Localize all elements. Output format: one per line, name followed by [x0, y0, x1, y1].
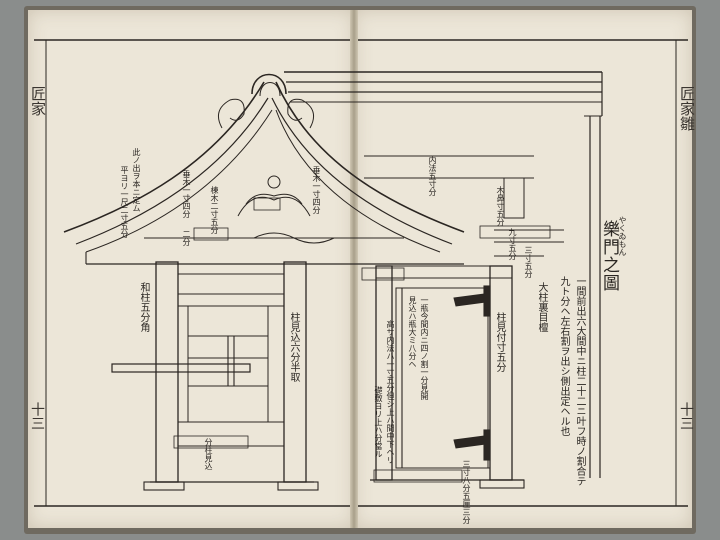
bottom-scale-note: 三寸八分五厘三分 [462, 460, 471, 524]
beam-small-note: 九寸五分 [508, 228, 517, 260]
side-pillar-note: 大柱裏目檀 [536, 282, 547, 332]
right-folio: 十三 [678, 402, 694, 430]
right-pillar-note: 柱見付寸五分 [494, 312, 505, 372]
roof-note: 垂木一寸四分 [182, 170, 191, 218]
book-spread: 匠家 十三 匠家雛 十三 樂門之圖 やくゐもん 此ノ出ヲ本ニ定ム 平ヨリ一尺二寸… [24, 6, 696, 534]
right-gate-structure [370, 265, 525, 489]
right-page [354, 10, 692, 528]
book-gutter [350, 10, 358, 528]
door-note: 一瓶今間内ニ四ノ割一分見開 [420, 296, 429, 400]
figure-title-ruby: やくゐもん [618, 216, 627, 256]
right-margin-title: 匠家雛 [678, 86, 696, 131]
small-pillar-note: 和柱五分角 [138, 282, 149, 332]
door-note-2: 見込ハ瓶大ミ八分ヘ [408, 296, 417, 368]
left-page-frame [34, 39, 350, 507]
roof-note-2: 垂木一寸四分 [312, 166, 321, 214]
bracket-note: 木鼻寸五分 [496, 186, 505, 226]
height-note: 高サ内法ハ一寸五分但シ上ハ間中下ヘリ [386, 320, 395, 464]
figure-title: 樂門之圖 [599, 220, 619, 292]
main-pillar-note: 柱見込六分半取 [288, 312, 299, 382]
label-boxes [173, 197, 551, 483]
upper-note: 三寸五分 [524, 246, 533, 278]
left-page [28, 10, 354, 528]
right-page-frame [358, 39, 688, 507]
left-folio: 十三 [29, 402, 45, 430]
bottom-pillar-note: 分柱見込 [204, 438, 213, 470]
gate-roof [63, 73, 465, 265]
top-beam-note: 内法五寸分 [428, 156, 437, 196]
measure-note: 二分 [182, 230, 191, 246]
eave-note-2: 平ヨリ一尺二寸五分 [120, 166, 129, 238]
base-note: 礎敷ヨリ上ハ分當ル [374, 386, 383, 458]
ridge-note: 棟木二寸五分 [210, 186, 219, 234]
gate-drawing [34, 39, 688, 507]
eave-note: 此ノ出ヲ本ニ定ム [132, 148, 141, 212]
main-text-line-2: 九ト分ヘ左右割ヲ出シ側出定ヘル也 [558, 276, 569, 436]
left-gate-structure [111, 261, 319, 491]
roof-side-view [284, 71, 603, 478]
main-text-line-1: 一間前出六大間中ニ柱二十二ニ叶フ時ノ割合テ [574, 276, 585, 486]
left-margin-title: 匠家 [29, 86, 47, 116]
